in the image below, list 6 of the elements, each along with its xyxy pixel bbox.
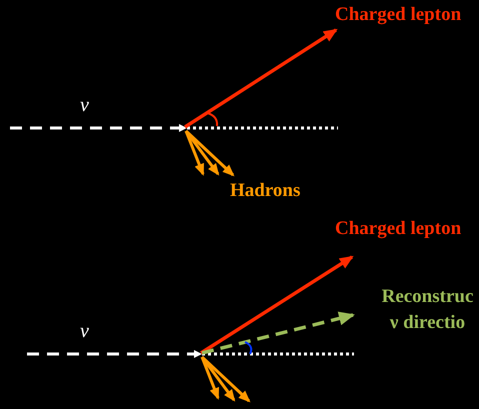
- neutrino-symbol: ν: [80, 93, 89, 118]
- lepton-label: Charged lepton: [335, 217, 462, 241]
- lepton-label: Charged lepton: [335, 3, 462, 27]
- hadrons-label: Hadrons: [230, 179, 300, 203]
- reconstructed-direction-label: Reconstruc ν directio: [380, 285, 474, 335]
- neutrino-symbol: ν: [80, 319, 89, 344]
